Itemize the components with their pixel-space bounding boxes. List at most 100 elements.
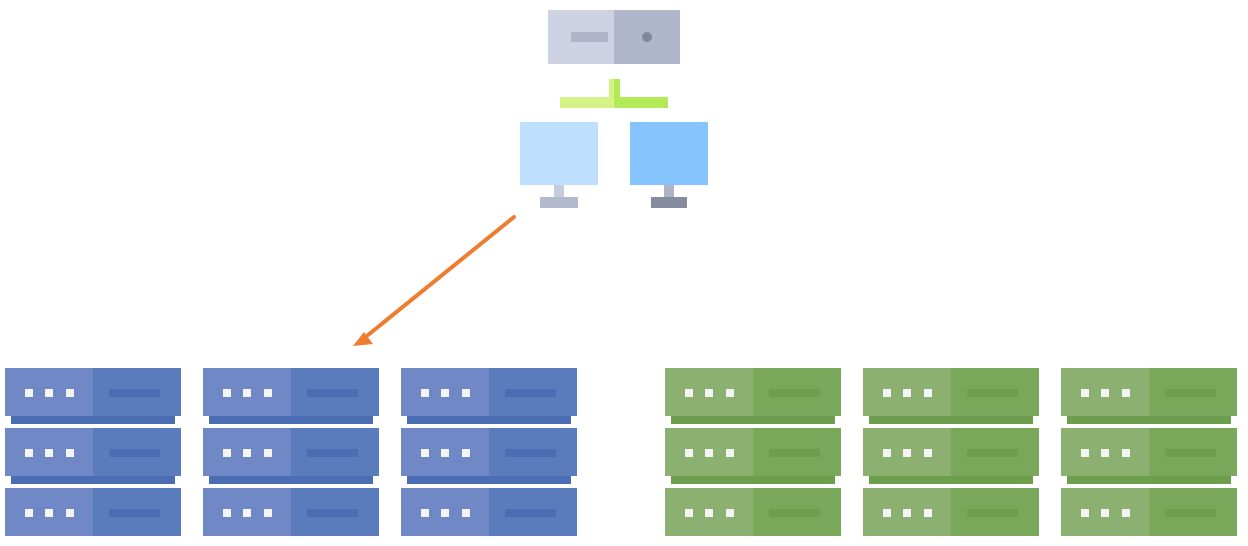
status-light xyxy=(421,389,429,397)
drive-slot xyxy=(505,509,556,517)
drive-slot xyxy=(769,449,820,457)
server-rack-icon xyxy=(203,368,379,536)
server-unit xyxy=(1061,428,1237,476)
status-light xyxy=(223,449,231,457)
status-light xyxy=(462,449,470,457)
rack-rail xyxy=(209,476,373,484)
drive-slot xyxy=(967,449,1018,457)
status-light xyxy=(1081,449,1089,457)
status-light xyxy=(45,389,53,397)
rack-rail xyxy=(671,476,835,484)
drive-slot xyxy=(307,449,358,457)
status-light xyxy=(1122,449,1130,457)
status-light xyxy=(1101,389,1109,397)
status-light xyxy=(441,509,449,517)
server-unit xyxy=(203,488,379,536)
status-light xyxy=(1101,509,1109,517)
drive-slot xyxy=(769,509,820,517)
rack-rail xyxy=(11,416,175,424)
drive-slot xyxy=(109,509,160,517)
status-light xyxy=(223,389,231,397)
server-rack-icon xyxy=(5,368,181,536)
status-light xyxy=(924,509,932,517)
status-light xyxy=(924,449,932,457)
drive-slot xyxy=(967,509,1018,517)
status-light xyxy=(685,449,693,457)
drive-slot xyxy=(109,389,160,397)
rack-rail xyxy=(209,416,373,424)
status-light xyxy=(66,509,74,517)
drive-slot xyxy=(1165,449,1216,457)
status-light xyxy=(705,449,713,457)
arrow-head xyxy=(353,332,373,346)
monitor-icon xyxy=(630,122,708,208)
monitor-icon xyxy=(520,122,598,208)
status-light xyxy=(903,449,911,457)
status-light xyxy=(1081,509,1089,517)
desktop-tower-icon xyxy=(548,10,680,64)
drive-slot xyxy=(769,389,820,397)
server-unit xyxy=(5,428,181,476)
rack-rail xyxy=(407,476,571,484)
server-unit xyxy=(665,428,841,476)
server-unit xyxy=(665,368,841,416)
status-light xyxy=(66,449,74,457)
status-light xyxy=(462,389,470,397)
rack-rail xyxy=(671,416,835,424)
status-light xyxy=(883,389,891,397)
server-unit xyxy=(863,488,1039,536)
server-unit xyxy=(863,368,1039,416)
status-light xyxy=(1122,389,1130,397)
status-light xyxy=(924,389,932,397)
rack-rail xyxy=(1067,476,1231,484)
status-light xyxy=(1101,449,1109,457)
status-light xyxy=(25,509,33,517)
rack-rail xyxy=(11,476,175,484)
rack-rail xyxy=(869,416,1033,424)
status-light xyxy=(883,509,891,517)
status-light xyxy=(1122,509,1130,517)
server-unit xyxy=(401,368,577,416)
drive-slot xyxy=(109,449,160,457)
status-light xyxy=(264,509,272,517)
drive-slot xyxy=(1165,389,1216,397)
status-light xyxy=(243,509,251,517)
status-light xyxy=(25,389,33,397)
server-unit xyxy=(5,488,181,536)
server-unit xyxy=(401,428,577,476)
server-rack-icon xyxy=(1061,368,1237,536)
server-unit xyxy=(863,428,1039,476)
status-light xyxy=(441,389,449,397)
server-unit xyxy=(1061,488,1237,536)
status-light xyxy=(726,389,734,397)
status-light xyxy=(1081,389,1089,397)
status-light xyxy=(903,509,911,517)
status-light xyxy=(264,389,272,397)
server-unit xyxy=(5,368,181,416)
status-light xyxy=(66,389,74,397)
server-unit xyxy=(203,368,379,416)
rack-rail xyxy=(1067,416,1231,424)
status-light xyxy=(25,449,33,457)
rack-rail xyxy=(869,476,1033,484)
drive-slot xyxy=(505,449,556,457)
status-light xyxy=(45,509,53,517)
drive-slot xyxy=(967,389,1018,397)
status-light xyxy=(462,509,470,517)
status-light xyxy=(883,449,891,457)
server-unit xyxy=(1061,368,1237,416)
network-branch-icon xyxy=(560,79,668,109)
server-unit xyxy=(401,488,577,536)
status-light xyxy=(264,449,272,457)
status-light xyxy=(243,449,251,457)
rack-rail xyxy=(407,416,571,424)
status-light xyxy=(441,449,449,457)
server-unit xyxy=(665,488,841,536)
status-light xyxy=(223,509,231,517)
status-light xyxy=(685,509,693,517)
drive-slot xyxy=(307,509,358,517)
drive-slot xyxy=(505,389,556,397)
status-light xyxy=(705,389,713,397)
status-light xyxy=(685,389,693,397)
